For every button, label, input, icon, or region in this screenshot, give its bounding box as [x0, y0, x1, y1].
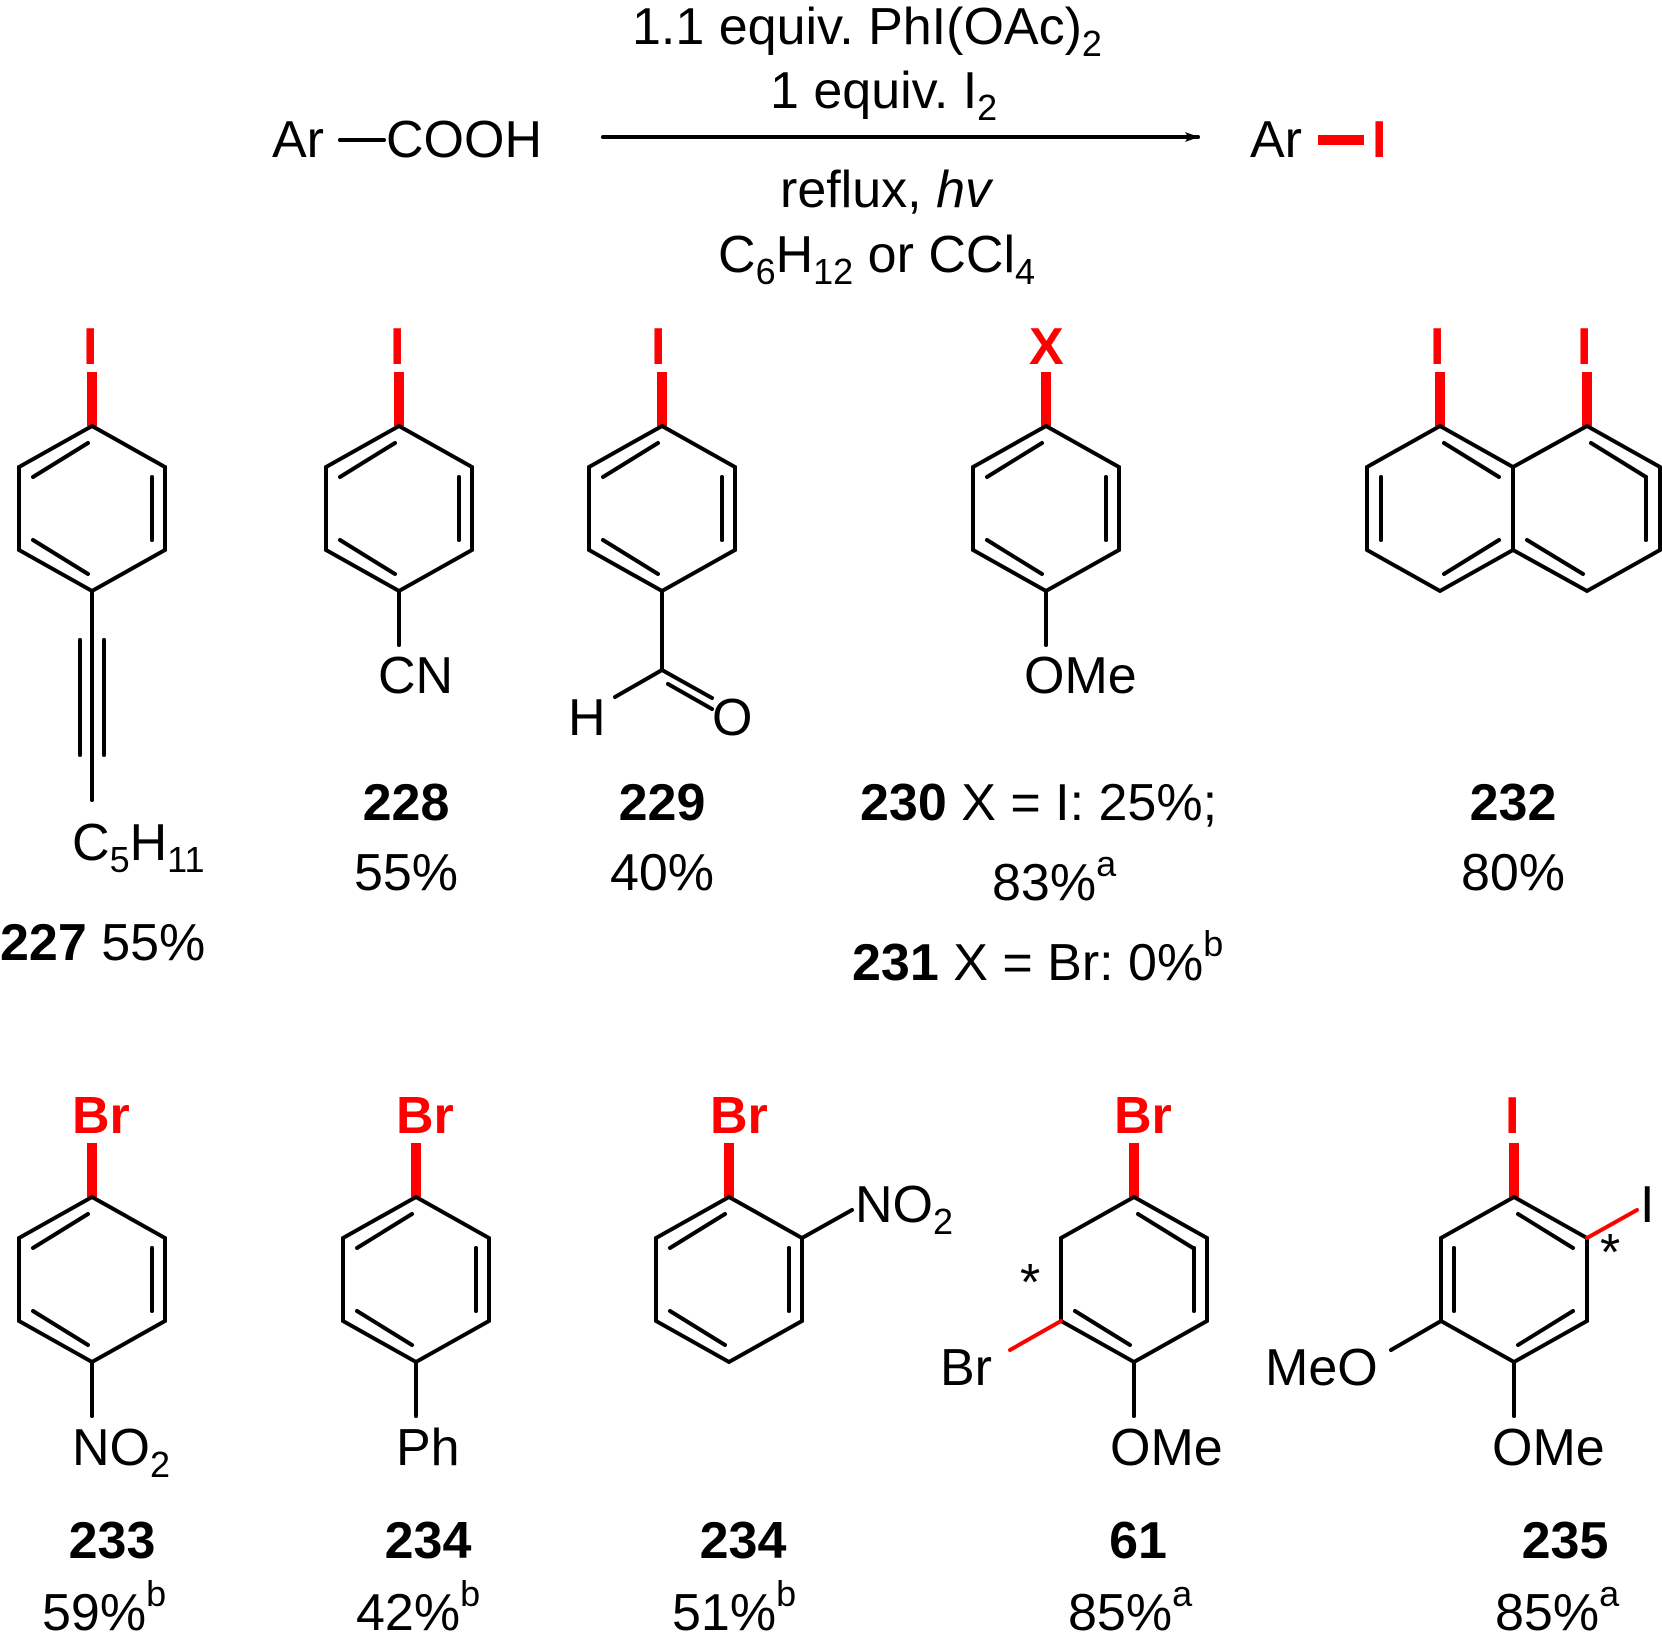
condition-solvent: C6H12 or CCl4 [718, 226, 1035, 292]
yield-234-nitro: 51%b [672, 1573, 796, 1642]
compound-230-231: X OMe 230 X = I: 25%; 83%a 231 X = Br: 0… [852, 318, 1223, 992]
nitro-label: NO2 [72, 1419, 170, 1485]
reactant-cooh-label: COOH [386, 111, 542, 169]
compound-61: Br Br * OMe 61 85%a [940, 1087, 1223, 1642]
compound-227: I C5H11 227 55% [0, 318, 205, 972]
benzene-ring [341, 1194, 491, 1365]
product-ar-label: Ar [1250, 111, 1302, 169]
isotope-star: * [1020, 1254, 1040, 1312]
methoxy-label: OMe [1110, 1419, 1223, 1477]
compound-number-61: 61 [1109, 1512, 1167, 1570]
compound-234-nitro: Br NO2 234 51%b [654, 1087, 953, 1642]
benzene-ring [654, 1194, 804, 1365]
methoxy-label: OMe [1024, 647, 1137, 705]
condition-reflux: reflux, hv [780, 161, 994, 219]
benzene-ring [1439, 1194, 1589, 1365]
yield-232: 80% [1461, 844, 1565, 902]
naphthalene-ring [1365, 423, 1662, 594]
aldehyde-o-label: O [712, 689, 752, 747]
compound-label-231: 231 X = Br: 0%b [852, 923, 1223, 992]
reactant-ar-label: Ar [272, 111, 324, 169]
c-o-bond-left [1389, 1319, 1443, 1352]
reaction-equation: Ar COOH 1.1 equiv. PhI(OAc)2 1 equiv. I2… [272, 0, 1386, 292]
benzene-ring [1059, 1194, 1209, 1365]
compound-number-235: 235 [1522, 1512, 1609, 1570]
yield-61: 85%a [1068, 1573, 1193, 1642]
iodo-label: I [390, 318, 404, 376]
pentyl-label: C5H11 [72, 814, 205, 880]
yield-234-biphenyl: 42%b [356, 1573, 480, 1642]
compound-label-230: 230 X = I: 25%; [860, 774, 1217, 832]
c-n-bond [800, 1208, 854, 1240]
benzene-ring [971, 423, 1121, 594]
compound-235: I I * MeO OMe 235 85%a [1265, 1087, 1654, 1642]
compound-number-228: 228 [363, 774, 450, 832]
benzene-ring [17, 1194, 167, 1365]
condition-phioac2: 1.1 equiv. PhI(OAc)2 [632, 0, 1102, 64]
benzene-ring [324, 423, 474, 594]
yield-233: 59%b [42, 1573, 166, 1642]
nitrile-label: CN [378, 647, 453, 705]
compound-233: Br NO2 233 59%b [17, 1087, 170, 1642]
compound-number-234: 234 [700, 1512, 787, 1570]
methoxy-label-bottom: OMe [1492, 1419, 1605, 1477]
compound-232: I I 232 80% [1365, 318, 1662, 902]
compound-number-232: 232 [1470, 774, 1557, 832]
benzene-ring [587, 423, 737, 594]
compound-label-227: 227 55% [0, 914, 205, 972]
iodo-label: I [83, 318, 97, 376]
alkyne-bond [78, 589, 106, 802]
bromo-label: Br [710, 1087, 768, 1145]
x-substituent-label: X [1029, 318, 1064, 376]
bromo-label-ortho: Br [940, 1339, 992, 1397]
yield-228: 55% [354, 844, 458, 902]
yield-230-alt: 83%a [992, 843, 1117, 912]
iodo-label-left: I [1430, 318, 1444, 376]
c-br-bond-ortho [1008, 1319, 1063, 1352]
compound-234-biphenyl: Br Ph 234 42%b [341, 1087, 491, 1642]
condition-iodine: 1 equiv. I2 [770, 62, 997, 128]
bromo-label: Br [396, 1087, 454, 1145]
phenyl-label: Ph [396, 1419, 460, 1477]
iodo-label-right: I [1577, 318, 1591, 376]
aldehyde-group [613, 589, 714, 711]
isotope-star: * [1600, 1224, 1620, 1282]
compound-number-229: 229 [619, 774, 706, 832]
bromo-label: Br [72, 1087, 130, 1145]
bromo-label: Br [1114, 1087, 1172, 1145]
iodo-label: I [1505, 1087, 1519, 1145]
compound-number-233: 233 [69, 1512, 156, 1570]
aldehyde-h-label: H [568, 689, 606, 747]
compound-229: I H O 229 40% [568, 318, 752, 902]
iodo-label-meta: I [1640, 1176, 1654, 1234]
product-iodo-label: I [1372, 111, 1386, 169]
yield-235: 85%a [1495, 1573, 1620, 1642]
iodo-label: I [651, 318, 665, 376]
c-i-bond-meta [1585, 1208, 1639, 1240]
compound-228: I CN 228 55% [324, 318, 474, 902]
methoxy-label-left: MeO [1265, 1339, 1378, 1397]
nitro-label: NO2 [855, 1176, 953, 1242]
yield-229: 40% [610, 844, 714, 902]
benzene-ring [17, 423, 167, 594]
compound-number-234: 234 [385, 1512, 472, 1570]
